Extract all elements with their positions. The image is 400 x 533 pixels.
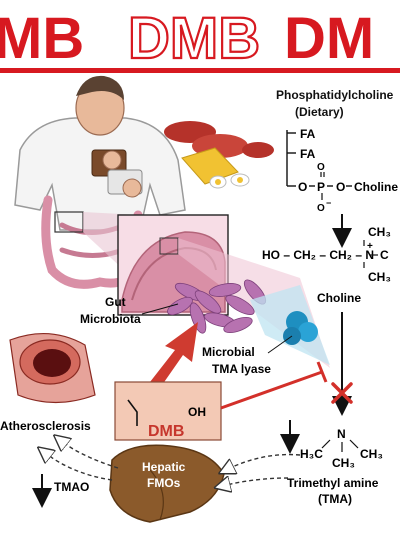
microbial-label: Microbial: [202, 345, 255, 359]
hepatic-label: Hepatic: [142, 460, 186, 474]
title-banner: MB DMB DM: [0, 5, 400, 73]
microbiota-label: Microbiota: [80, 312, 141, 326]
artery-illustration: [9, 332, 96, 404]
choline-tail: Choline: [354, 180, 398, 194]
minus-sign: −: [326, 198, 331, 208]
inhibition-x-icon: [331, 382, 353, 404]
o-right: O: [336, 180, 345, 194]
dmb-inhibition-line: [220, 370, 323, 410]
fa-1: FA: [300, 127, 316, 141]
dietary-food: [164, 121, 274, 189]
person-illustration: [14, 75, 186, 231]
dashed-arrow-liver-to-artery: [60, 440, 119, 469]
choline-formula: HO – CH₂ – CH₂ – N: [262, 248, 374, 262]
dashed-arrow-tma-to-liver: [222, 478, 289, 486]
tma-ch3-down: CH₃: [332, 456, 355, 470]
gut-label: Gut: [105, 295, 126, 309]
o-left: O: [298, 180, 307, 194]
dmb-compound-box: OH DMB: [114, 381, 222, 441]
choline-structure: CH₃ HO – CH₂ – CH₂ – N + C CH₃: [262, 225, 391, 284]
atherosclerosis-label: Atherosclerosis: [0, 419, 91, 433]
dmb-label: DMB: [148, 423, 184, 440]
pc-structure: FA FA O P O O Choline O −: [286, 127, 398, 214]
fa-2: FA: [300, 147, 316, 161]
banner-left: MB: [0, 6, 84, 71]
c-right: C: [380, 248, 389, 262]
choline-label: Choline: [317, 291, 361, 305]
tma-h3c: H₃C: [300, 447, 323, 461]
tma-ch3-right: CH₃: [360, 447, 383, 461]
tma-name-line2: (TMA): [318, 492, 352, 506]
tma-n: N: [337, 427, 346, 441]
dmb-to-microbiota-arrow: [150, 322, 198, 388]
banner-right: DM: [284, 6, 374, 71]
o-minus: O: [317, 203, 325, 214]
microbiota-pointer: [141, 303, 179, 315]
lyase-pointer: [267, 335, 293, 354]
tma-structure: N H₃C CH₃ CH₃: [300, 427, 383, 470]
tma-name-line1: Trimethyl amine: [287, 476, 379, 490]
dashed-arrow-tma-to-liver-2: [226, 453, 301, 470]
ch3-top: CH₃: [368, 225, 391, 239]
o-top: O: [317, 162, 325, 173]
pc-subtitle: (Dietary): [295, 105, 344, 119]
oh-label: OH: [188, 405, 206, 419]
fmos-label: FMOs: [147, 476, 181, 490]
dashed-arrow-liver-to-artery-2: [44, 452, 113, 481]
tma-lyase-label: TMA lyase: [212, 362, 271, 376]
banner-underline: [0, 68, 400, 73]
n-plus: +: [367, 241, 373, 252]
ch3-bottom: CH₃: [368, 270, 391, 284]
dmb-inhibition-bar: [316, 361, 328, 383]
p-atom: P: [317, 180, 325, 194]
banner-middle: DMB: [128, 6, 260, 71]
pc-title: Phosphatidylcholine: [276, 88, 394, 102]
tmao-label: TMAO: [54, 480, 89, 494]
